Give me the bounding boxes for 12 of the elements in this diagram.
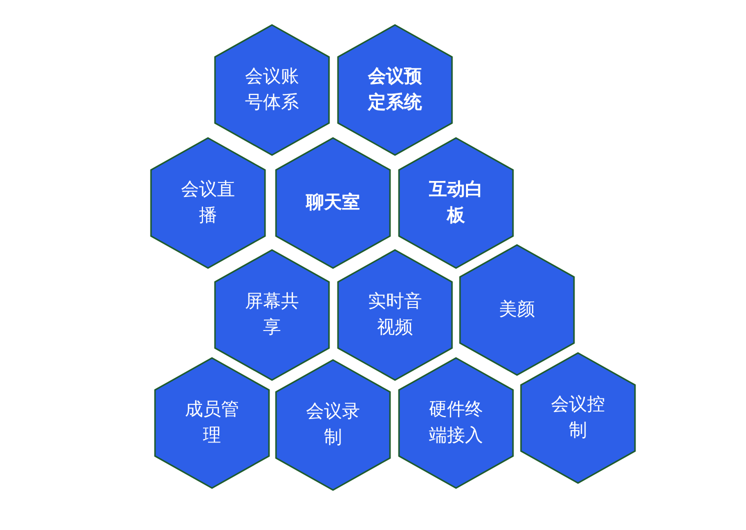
hexagon-label: 实时音视频 [367,290,423,340]
hexagon-label: 美颜 [498,298,536,322]
hexagon-label: 屏幕共享 [244,290,300,340]
hexagon-label: 成员管理 [184,398,240,448]
hexagon-label: 会议预定系统 [367,65,423,115]
hexagon-label: 会议直播 [180,178,236,228]
hexagon-label: 硬件终端接入 [428,398,484,448]
hexagon-label: 会议账号体系 [244,65,300,115]
hexagon-label: 会议控制 [550,393,606,443]
hexagon-label: 会议录制 [305,400,361,450]
hexagon-label: 聊天室 [305,191,361,215]
hexagon-label: 互动白板 [428,178,484,228]
